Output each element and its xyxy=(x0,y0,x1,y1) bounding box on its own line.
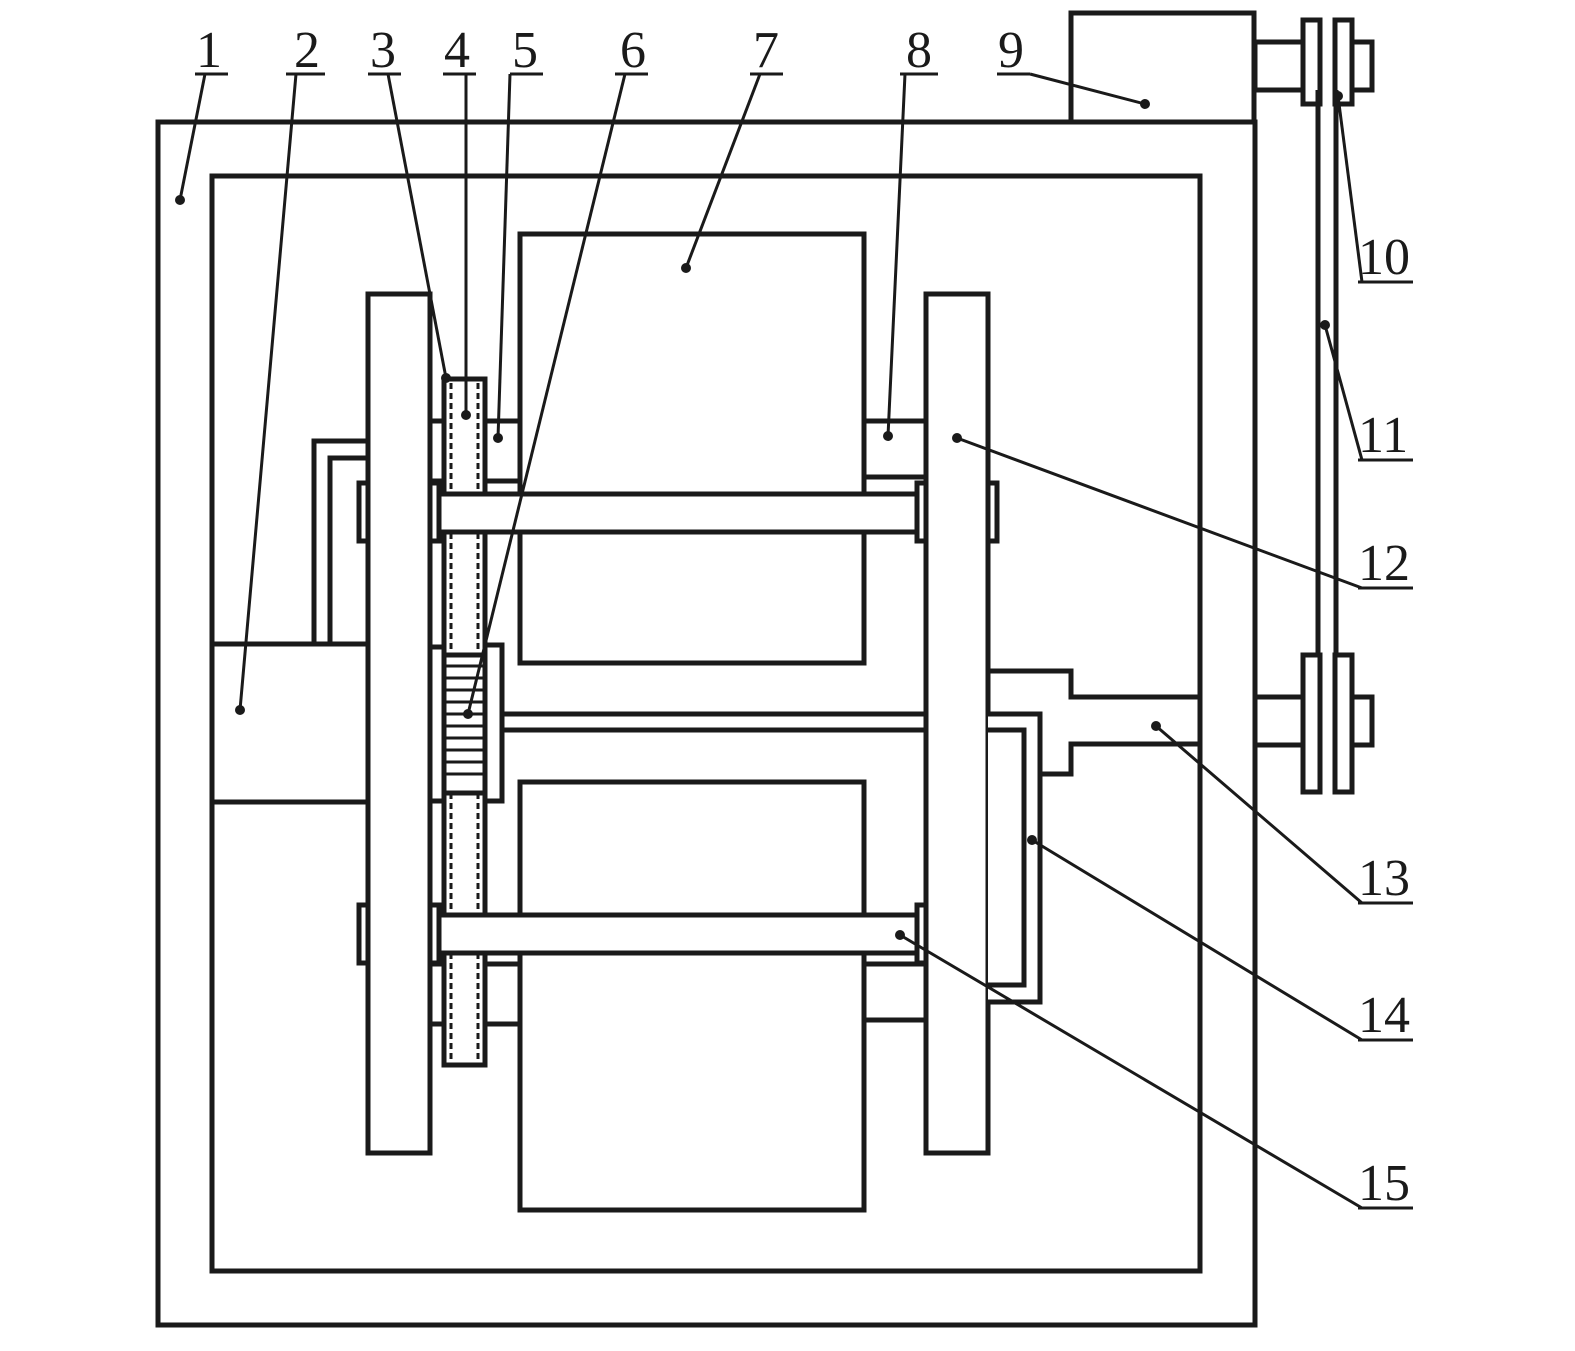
lower-shaft-collar-left xyxy=(427,902,442,966)
upper-shaft-collar-left xyxy=(427,480,442,544)
upper-shaft-cap-left xyxy=(356,480,371,544)
label-12: 12 xyxy=(1358,535,1410,592)
callout-1: 1 xyxy=(175,22,228,205)
gear-collar-right xyxy=(482,642,505,804)
upper-cross-shaft xyxy=(427,491,929,535)
callout-15: 15 xyxy=(895,930,1413,1212)
upper-drum xyxy=(517,231,867,666)
callout-12: 12 xyxy=(952,433,1413,592)
callout-3: 3 xyxy=(368,22,451,383)
upper-shaft-collar-right xyxy=(914,480,929,544)
main-shaft xyxy=(499,711,929,733)
right-side-plate xyxy=(923,291,991,1156)
callout-7: 7 xyxy=(681,22,783,273)
label-1: 1 xyxy=(196,22,222,79)
left-side-plate xyxy=(365,291,433,1156)
callout-10: 10 xyxy=(1333,91,1413,286)
lower-pulley-right xyxy=(1332,652,1355,795)
callout-2: 2 xyxy=(235,22,325,715)
callout-14: 14 xyxy=(1027,835,1413,1044)
callout-4: 4 xyxy=(443,22,476,420)
lower-pulley-nut xyxy=(1349,694,1375,748)
right-upper-stub xyxy=(861,418,929,480)
motor-housing xyxy=(1068,10,1257,125)
label-15: 15 xyxy=(1358,1155,1410,1212)
lower-pulley-left xyxy=(1300,652,1323,795)
label-13: 13 xyxy=(1358,850,1410,907)
callout-6: 6 xyxy=(463,22,648,719)
label-5: 5 xyxy=(512,22,538,79)
motor-shaft xyxy=(1252,39,1306,93)
label-9: 9 xyxy=(998,22,1024,79)
callout-9: 9 xyxy=(997,22,1150,109)
left-block xyxy=(209,641,371,805)
label-4: 4 xyxy=(444,22,470,79)
right-bracket-inner xyxy=(988,727,1027,988)
lower-drum xyxy=(517,779,867,1213)
lower-shaft-collar-right xyxy=(914,902,929,966)
callout-11: 11 xyxy=(1320,320,1413,464)
upper-shaft-cap-right xyxy=(985,480,1000,544)
label-3: 3 xyxy=(370,22,396,79)
label-7: 7 xyxy=(753,22,779,79)
label-10: 10 xyxy=(1358,229,1410,286)
lower-cross-shaft xyxy=(427,912,929,956)
callout-5: 5 xyxy=(493,22,543,443)
lower-pulley-shaft xyxy=(1252,694,1306,748)
upper-pulley-nut xyxy=(1349,39,1375,93)
callout-8: 8 xyxy=(883,22,938,441)
label-2: 2 xyxy=(294,22,320,79)
callout-13: 13 xyxy=(1151,721,1413,907)
label-6: 6 xyxy=(620,22,646,79)
right-lower-stub xyxy=(861,961,929,1023)
upper-pulley-left xyxy=(1300,17,1323,107)
label-11: 11 xyxy=(1358,407,1408,464)
label-14: 14 xyxy=(1358,987,1410,1044)
label-8: 8 xyxy=(906,22,932,79)
lower-shaft-cap-left xyxy=(356,902,371,966)
